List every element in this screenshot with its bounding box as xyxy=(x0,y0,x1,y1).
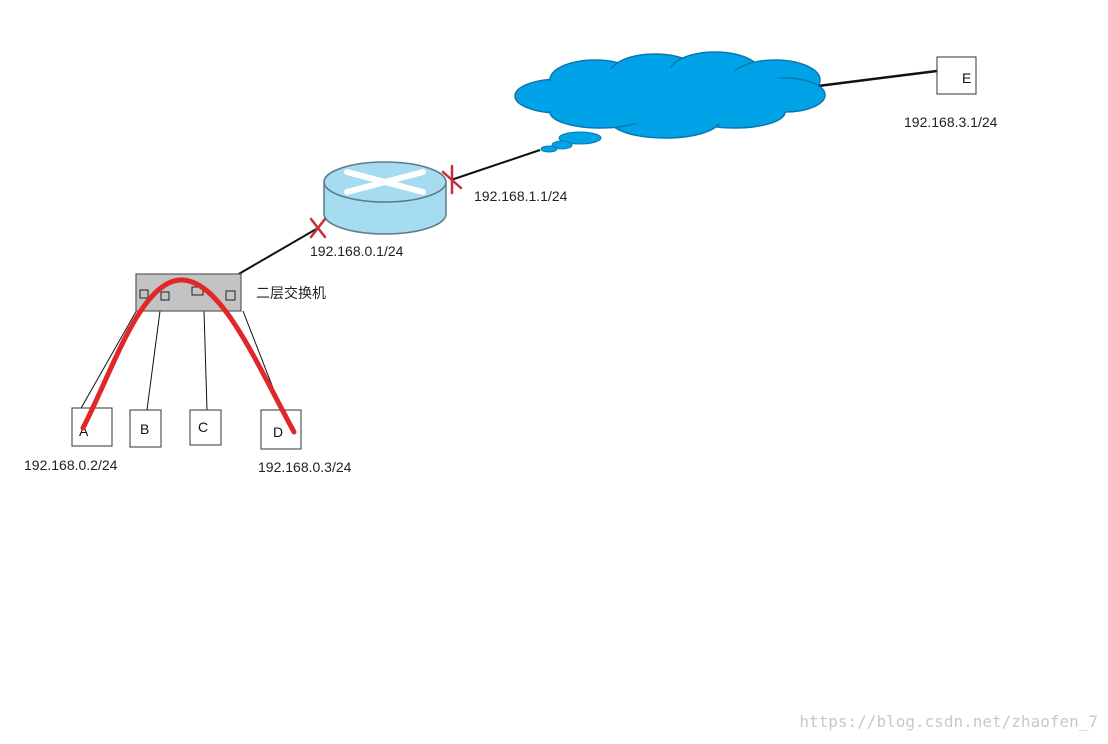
watermark-text: https://blog.csdn.net/zhaofen_7 xyxy=(799,712,1098,731)
link-switch-router xyxy=(236,227,319,276)
internet-cloud xyxy=(514,51,826,153)
host-e-ip: 192.168.3.1/24 xyxy=(904,114,998,130)
link-cloud-host-e xyxy=(817,69,938,88)
link-switch-host-a xyxy=(79,307,139,411)
host-d-label: D xyxy=(273,424,283,440)
link-switch-host-c xyxy=(203,310,208,411)
switch-label: 二层交换机 xyxy=(256,285,326,301)
host-c-label: C xyxy=(198,419,208,435)
switch-port-4 xyxy=(225,290,236,301)
host-e-label: E xyxy=(962,70,971,86)
router-arrows-icon xyxy=(344,169,426,195)
host-c: C xyxy=(189,409,222,446)
host-e: E xyxy=(936,56,977,95)
host-b: B xyxy=(129,409,162,448)
interface-mark-wan-icon xyxy=(441,164,463,195)
host-b-label: B xyxy=(140,421,149,437)
router-wan-ip: 192.168.1.1/24 xyxy=(474,188,568,204)
interface-mark-lan-icon xyxy=(309,217,327,239)
host-d-ip: 192.168.0.3/24 xyxy=(258,459,352,475)
link-router-cloud xyxy=(450,149,541,181)
switch-port-1 xyxy=(139,289,149,299)
host-a-label: A xyxy=(79,423,89,439)
link-switch-host-b xyxy=(146,310,161,411)
host-a-ip: 192.168.0.2/24 xyxy=(24,457,118,473)
switch-port-2 xyxy=(160,291,170,301)
traffic-path-a-to-d xyxy=(80,277,297,435)
router xyxy=(323,161,447,235)
router-lan-ip: 192.168.0.1/24 xyxy=(310,243,404,259)
